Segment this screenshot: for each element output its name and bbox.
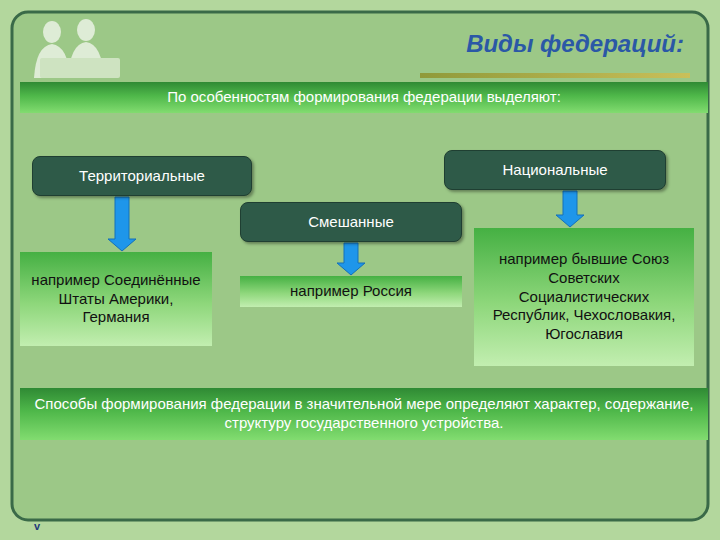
panel-frame	[12, 12, 708, 520]
slide-mark: v	[34, 520, 40, 532]
box-text: Смешанные	[308, 213, 394, 232]
box-text: например бывшие Союз Советских Социалист…	[482, 250, 686, 344]
block-arrow	[556, 191, 584, 227]
example-box: например Соединённые Штаты Америки, Герм…	[20, 252, 212, 346]
title-underline	[420, 73, 690, 78]
example-box: например Россия	[240, 276, 462, 307]
slide-title: Виды федераций:	[466, 30, 684, 58]
block-arrow	[108, 197, 136, 251]
box-text: По особенностям формирования федерации в…	[167, 88, 561, 107]
box-text: Территориальные	[79, 167, 205, 186]
category-box: Смешанные	[240, 202, 462, 242]
category-box: Территориальные	[32, 156, 252, 196]
logo-silhouettes	[34, 19, 120, 78]
box-text: например Соединённые Штаты Америки, Герм…	[28, 271, 204, 327]
header-band: По особенностям формирования федерации в…	[20, 82, 708, 113]
category-box: Национальные	[444, 150, 666, 190]
summary-band: Способы формирования федерации в значите…	[20, 388, 708, 440]
box-text: Национальные	[502, 161, 607, 180]
example-box: например бывшие Союз Советских Социалист…	[474, 228, 694, 366]
box-text: Способы формирования федерации в значите…	[32, 395, 696, 433]
block-arrow	[337, 243, 365, 275]
box-text: например Россия	[290, 282, 412, 301]
